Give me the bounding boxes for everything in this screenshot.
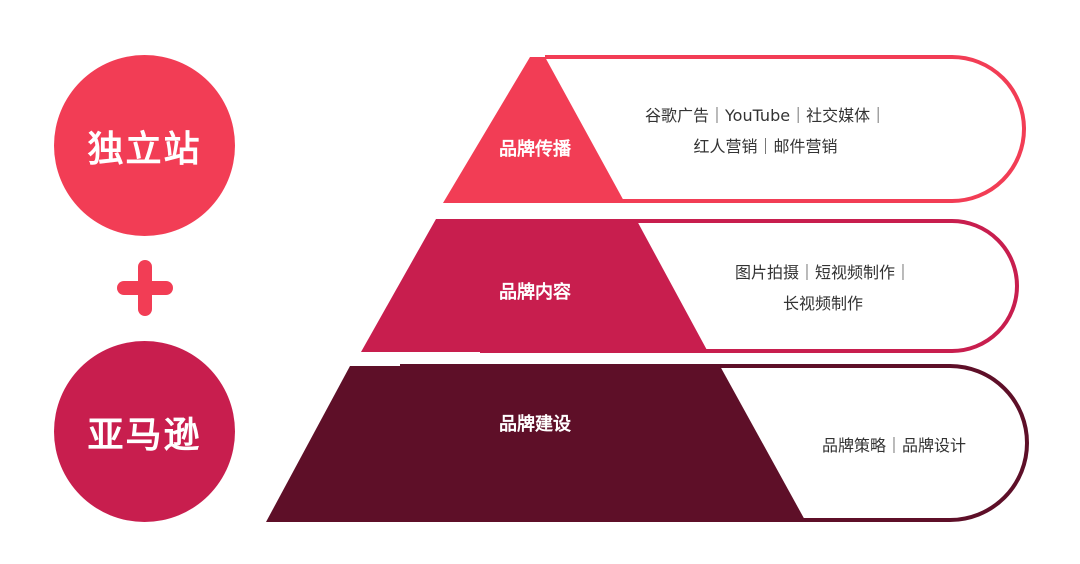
tier-2-line-2: 长视频制作 bbox=[783, 294, 864, 313]
tier-1-shape bbox=[443, 57, 625, 203]
tier-2-description: 图片拍摄｜短视频制作｜ 长视频制作 bbox=[735, 257, 911, 319]
tier-1-line-2: 红人营销｜邮件营销 bbox=[693, 137, 838, 156]
tier-1-title: 品牌传播 bbox=[499, 139, 571, 160]
tier-3-line-1: 品牌策略｜品牌设计 bbox=[822, 436, 967, 455]
tier-3-title: 品牌建设 bbox=[499, 414, 571, 435]
independent-site-label: 独立站 bbox=[87, 128, 202, 170]
tier-3-outline bbox=[400, 364, 1029, 522]
tier-2-title: 品牌内容 bbox=[499, 282, 571, 303]
tier-1-line-1: 谷歌广告｜YouTube｜社交媒体｜ bbox=[645, 106, 887, 125]
amazon-circle: 亚马逊 bbox=[54, 341, 235, 522]
tier-3-shape bbox=[266, 366, 806, 522]
tier-1-description: 谷歌广告｜YouTube｜社交媒体｜ 红人营销｜邮件营销 bbox=[645, 100, 886, 162]
tier-2-shape bbox=[361, 219, 708, 352]
tier-2-line-1: 图片拍摄｜短视频制作｜ bbox=[735, 263, 912, 282]
tier-2-outline bbox=[480, 219, 1019, 353]
independent-site-circle: 独立站 bbox=[54, 55, 235, 236]
tier-1-outline bbox=[545, 55, 1026, 203]
tier-3-description: 品牌策略｜品牌设计 bbox=[822, 430, 966, 461]
amazon-label: 亚马逊 bbox=[87, 414, 202, 456]
